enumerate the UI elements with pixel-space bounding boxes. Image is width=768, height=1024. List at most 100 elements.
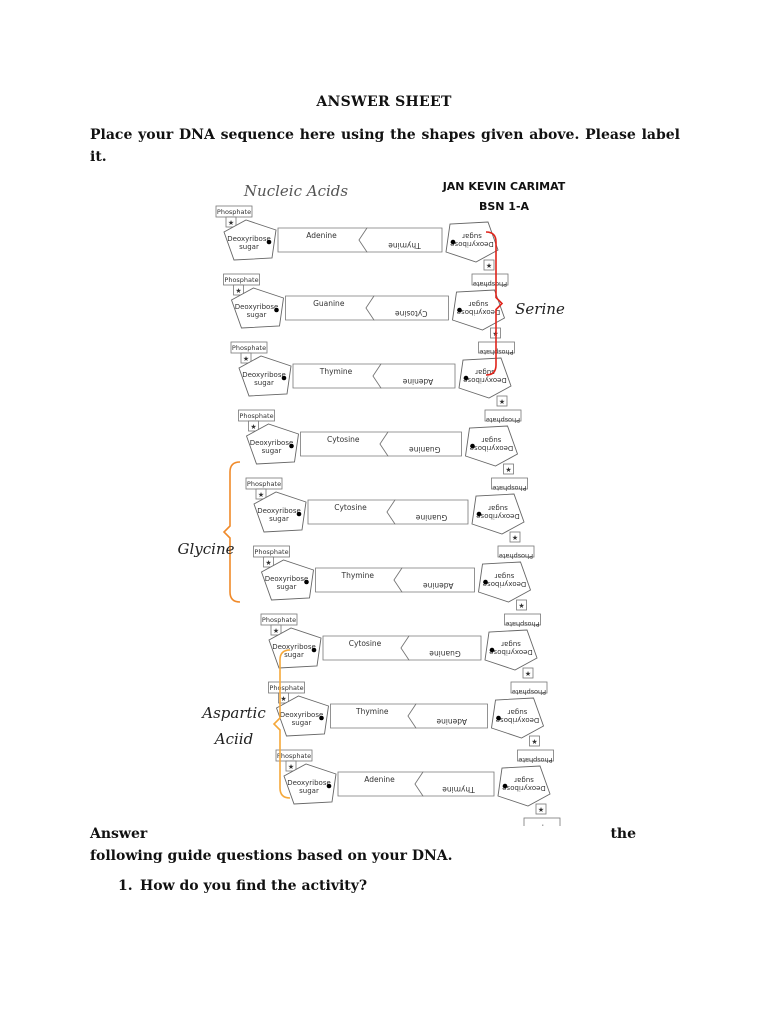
star-marker-left: ★ bbox=[258, 491, 264, 499]
sugar-sub-right: sugar bbox=[514, 776, 534, 784]
star-marker-right: ★ bbox=[499, 398, 505, 406]
star-marker-left: ★ bbox=[280, 695, 286, 703]
star-marker-left: ★ bbox=[265, 559, 271, 567]
bond-dot-left bbox=[282, 376, 287, 381]
phosphate-label-left: Phosphate bbox=[247, 480, 281, 488]
sugar-label-left: Deoxyribose bbox=[242, 371, 286, 379]
author-section: BSN 1-A bbox=[479, 200, 530, 213]
instruction-text: Place your DNA sequence here using the s… bbox=[90, 124, 680, 168]
star-marker-left: ★ bbox=[273, 627, 279, 635]
amino-acid-label: Aspartic bbox=[200, 704, 266, 722]
sugar-sub-right: sugar bbox=[469, 300, 489, 308]
sugar-sub-left: sugar bbox=[277, 583, 297, 591]
sugar-sub-left: sugar bbox=[269, 515, 289, 523]
sugar-label-right: Deoxyribose bbox=[450, 240, 494, 248]
sugar-label-right: Deoxyribose bbox=[483, 580, 527, 588]
question-1: 1.How do you find the activity? bbox=[118, 878, 367, 894]
question-1-number: 1. bbox=[118, 878, 140, 894]
phosphate-label-left: Phosphate bbox=[239, 412, 273, 420]
dna-ladder: Phosphate★DeoxyribosesugarAdenineThymine… bbox=[216, 206, 560, 826]
star-marker-right: ★ bbox=[486, 262, 492, 270]
phosphate-label-right: Phosphate bbox=[473, 280, 507, 288]
bond-dot-left bbox=[327, 784, 332, 789]
bond-dot-right bbox=[496, 716, 501, 721]
phosphate-label-right: Phosphate bbox=[505, 620, 539, 628]
sugar-label-left: Deoxyribose bbox=[250, 439, 294, 447]
sugar-sub-right: sugar bbox=[462, 232, 482, 240]
sugar-sub-right: sugar bbox=[501, 640, 521, 648]
bond-dot-right bbox=[451, 240, 456, 245]
base-label-left: Thymine bbox=[355, 707, 389, 716]
sugar-label-right: Deoxyribose bbox=[502, 784, 546, 792]
dna-figure: Phosphate★DeoxyribosesugarAdenineThymine… bbox=[168, 170, 598, 826]
sugar-sub-right: sugar bbox=[508, 708, 528, 716]
question-1-text: How do you find the activity? bbox=[140, 878, 367, 894]
sugar-sub-left: sugar bbox=[262, 447, 282, 455]
sugar-sub-left: sugar bbox=[239, 243, 259, 251]
base-label-right: Guanine bbox=[429, 649, 461, 658]
sugar-label-right: Deoxyribose bbox=[476, 512, 520, 520]
sugar-sub-right: sugar bbox=[475, 368, 495, 376]
bond-dot-left bbox=[289, 444, 294, 449]
phosphate-label-left: Phosphate bbox=[277, 752, 311, 760]
bond-dot-right bbox=[483, 580, 488, 585]
page-title: ANSWER SHEET bbox=[0, 94, 768, 110]
answer-word: Answer bbox=[90, 826, 147, 842]
bond-dot-right bbox=[477, 512, 482, 517]
base-label-right: Thymine bbox=[442, 785, 476, 794]
star-marker-left: ★ bbox=[235, 287, 241, 295]
bond-dot-left bbox=[267, 240, 272, 245]
sugar-label-left: Deoxyribose bbox=[265, 575, 309, 583]
base-label-right: Adenine bbox=[402, 377, 433, 386]
phosphate-label-right: Phosphate bbox=[486, 416, 520, 424]
star-marker-right: ★ bbox=[518, 602, 524, 610]
author-name: JAN KEVIN CARIMAT bbox=[442, 180, 566, 193]
base-label-left: Adenine bbox=[364, 775, 395, 784]
sugar-label-right: Deoxyribose bbox=[489, 648, 533, 656]
sugar-label-left: Deoxyribose bbox=[280, 711, 324, 719]
sugar-label-right: Deoxyribose bbox=[463, 376, 507, 384]
amino-acid-label: Aciid bbox=[213, 730, 253, 748]
base-label-left: Cytosine bbox=[349, 639, 382, 648]
sugar-label-left: Deoxyribose bbox=[287, 779, 331, 787]
base-label-left: Thymine bbox=[319, 367, 353, 376]
star-marker-left: ★ bbox=[250, 423, 256, 431]
sugar-sub-left: sugar bbox=[247, 311, 267, 319]
star-marker-right: ★ bbox=[525, 670, 531, 678]
bond-dot-right bbox=[503, 784, 508, 789]
bond-dot-left bbox=[274, 308, 279, 313]
base-label-right: Thymine bbox=[388, 241, 422, 250]
base-label-right: Cytosine bbox=[395, 309, 428, 318]
base-label-left: Cytosine bbox=[334, 503, 367, 512]
phosphate-label-left: Phosphate bbox=[217, 208, 251, 216]
base-label-right: Guanine bbox=[415, 513, 447, 522]
sugar-sub-right: sugar bbox=[482, 436, 502, 444]
sugar-sub-left: sugar bbox=[299, 787, 319, 795]
bond-dot-left bbox=[312, 648, 317, 653]
base-label-left: Thymine bbox=[340, 571, 374, 580]
figure-heading: Nucleic Acids bbox=[243, 182, 348, 200]
phosphate-label-left: Phosphate bbox=[269, 684, 303, 692]
bond-dot-right bbox=[490, 648, 495, 653]
sugar-sub-left: sugar bbox=[292, 719, 312, 727]
sugar-sub-right: sugar bbox=[488, 504, 508, 512]
star-marker-right: ★ bbox=[538, 806, 544, 814]
base-label-right: Guanine bbox=[409, 445, 441, 454]
phosphate-label-right: Phosphate bbox=[512, 688, 546, 696]
star-marker-right: ★ bbox=[505, 466, 511, 474]
amino-bracket bbox=[224, 462, 240, 602]
sugar-label-left: Deoxyribose bbox=[272, 643, 316, 651]
sugar-sub-right: sugar bbox=[495, 572, 515, 580]
base-label-right: Adenine bbox=[436, 717, 467, 726]
sugar-label-right: Deoxyribose bbox=[457, 308, 501, 316]
phosphate-label-right: Phosphate bbox=[525, 824, 559, 826]
phosphate-label-left: Phosphate bbox=[232, 344, 266, 352]
phosphate-label-right: Phosphate bbox=[499, 552, 533, 560]
sugar-sub-left: sugar bbox=[284, 651, 304, 659]
base-label-right: Adenine bbox=[423, 581, 454, 590]
phosphate-label-right: Phosphate bbox=[492, 484, 526, 492]
bond-dot-left bbox=[297, 512, 302, 517]
sugar-label-right: Deoxyribose bbox=[470, 444, 514, 452]
bond-dot-right bbox=[464, 376, 469, 381]
answer-the-word: the bbox=[610, 826, 636, 842]
